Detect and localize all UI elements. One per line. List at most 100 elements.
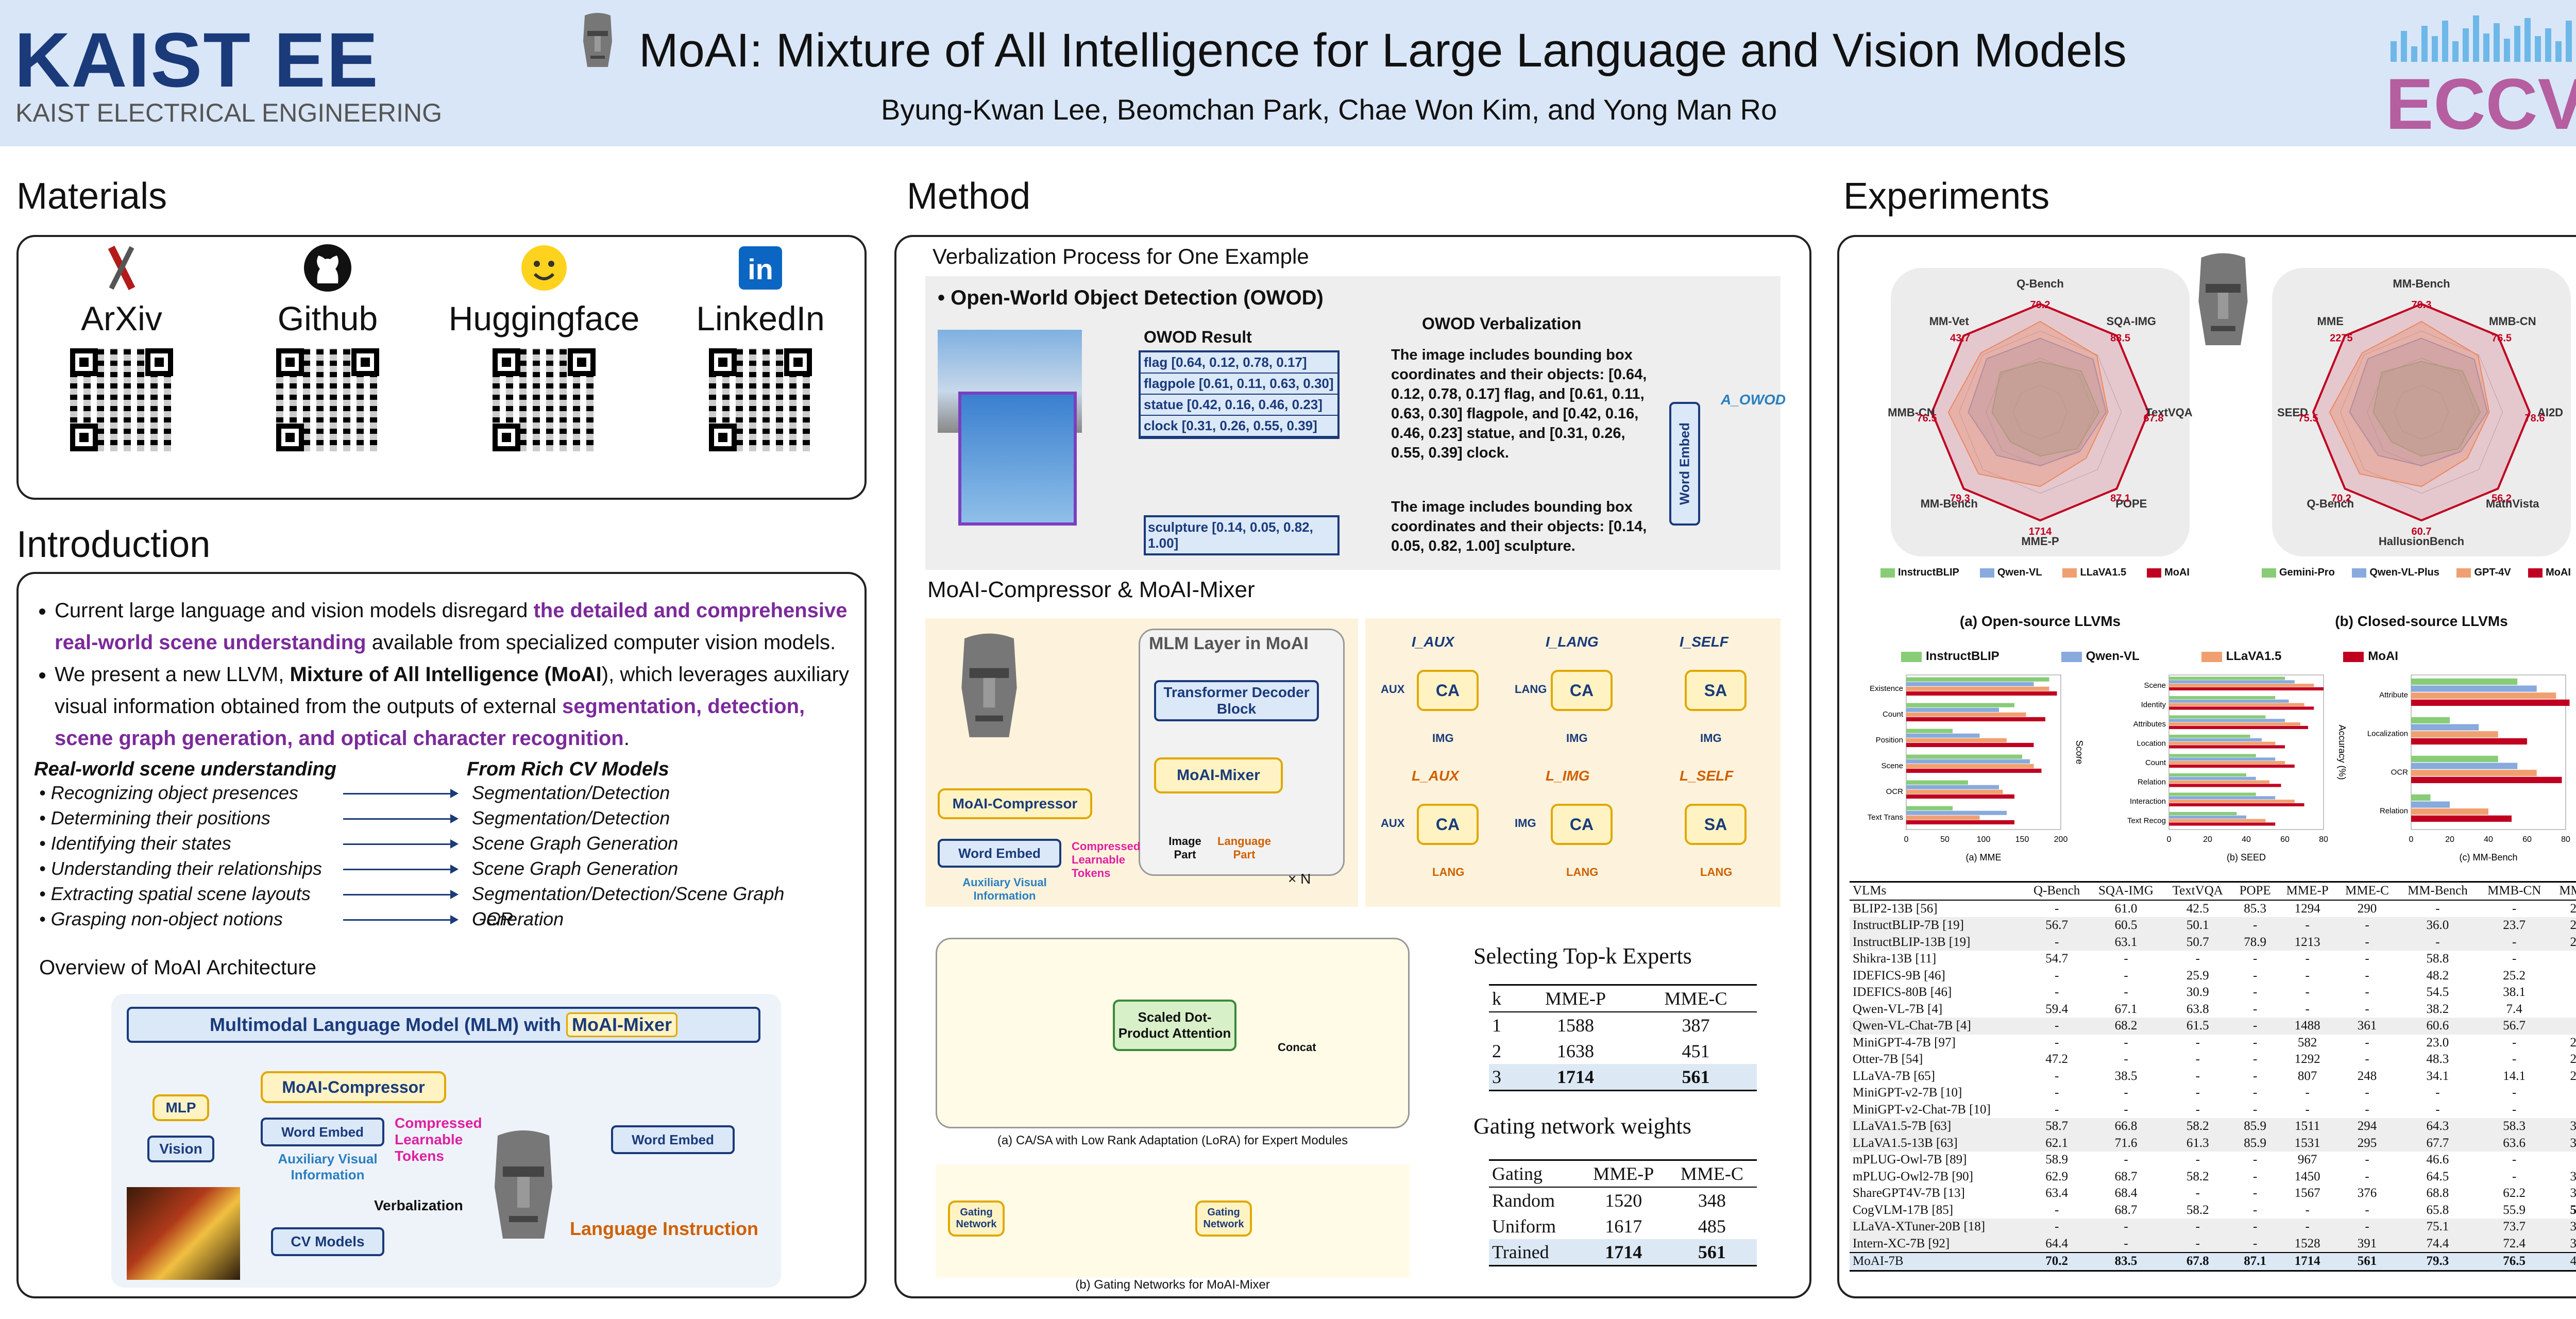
table-cell: 34.1 [2426,1069,2449,1083]
aux-info-label: Auxiliary Visual Information [962,876,1047,902]
material-huggingface[interactable]: Huggingface [441,237,647,451]
real-world-item: • Grasping non-object notions [39,908,283,929]
table-cell: 26.2 [2570,918,2576,932]
table-cell: 387 [1682,1015,1710,1036]
table-cell: 78.9 [2244,935,2266,949]
moai-icon [583,13,612,67]
legend-item: InstructBLIP [1901,649,1999,664]
table-cell: 68.7 [2114,1169,2138,1183]
table-cell: - [2365,1052,2369,1066]
legend-item: InstructBLIP [1880,567,1959,579]
word-embed-box: Word Embed [261,1118,384,1146]
compressor-mixer-title: MoAI-Compressor & MoAI-Mixer [927,577,1255,602]
expert-title: I_AUX [1412,634,1454,650]
real-world-item: • Identifying their states [39,833,231,854]
linkedin-icon: in [739,246,782,290]
bar-tick-label: 0 [2409,835,2414,844]
table-cell: - [2512,1169,2517,1183]
table-header-cell: MMB-CN [2487,884,2541,898]
table-cell: 62.2 [2503,1186,2526,1200]
bar-moai [2169,764,2295,768]
bar-category-label: Relation [2138,777,2166,786]
table-cell: - [2195,1069,2200,1083]
bar-llava1-5 [2169,780,2269,784]
bar-qwen-vl [2411,685,2537,692]
expert-box: CA [1417,670,1479,711]
expert-title: L_AUX [1412,768,1459,784]
bar-instructblip [2169,696,2276,700]
table-row: MiniGPT-v2-Chat-7B [10]--------- [1850,1102,2576,1119]
bar-instructblip [2169,811,2237,816]
bar-moai [1906,768,2042,773]
table-cell: Trained [1492,1242,1549,1262]
radar-background [2272,268,2571,556]
table-cell: 22.1 [2570,1035,2576,1050]
table-cell: - [2195,1086,2200,1100]
gating-network-box: Gating Network [1195,1200,1252,1237]
table-cell: - [2512,1102,2517,1117]
bar-chart-caption: (c) MM-Bench [2459,852,2517,863]
table-header-cell: MME-P [2286,884,2329,898]
real-world-item: • Recognizing object presences [39,782,298,803]
bar-qwen-vl [2169,815,2246,819]
table-cell: 67.1 [2114,1002,2138,1016]
radar-axis-label: MME [2317,315,2344,328]
table-cell: - [2551,1102,2576,1119]
table-cell: 26.7 [2570,1069,2576,1083]
material-arxiv[interactable]: ArXiv [19,237,225,451]
table-cell: 1528 [2294,1236,2320,1250]
bar-category-label: Scene [1881,762,1903,770]
bar-tick-label: 80 [2561,835,2570,844]
bar-instructblip [2411,755,2498,763]
bar-tick-label: 200 [2054,835,2068,844]
table-cell: - [2195,1186,2200,1200]
bar-instructblip [1906,806,1953,810]
table-cell: - [2124,1153,2128,1166]
table-cell: CogVLM-17B [85] [1853,1203,1954,1217]
material-linkedin[interactable]: in LinkedIn [657,237,863,451]
material-label: ArXiv [81,299,162,337]
table-cell: - [2365,968,2369,983]
table-cell: 30.5 [2570,1119,2576,1133]
table-cell: MiniGPT-4-7B [97] [1853,1035,1956,1050]
table-cell: 68.2 [2114,1019,2138,1033]
table-header-cell: MM-Vet [2559,884,2576,898]
radar-grid [2367,358,2476,467]
table-cell: 58.3 [2503,1119,2526,1133]
table-cell: 290 [2357,901,2377,916]
bar-tick-label: 0 [2167,835,2172,844]
table-cell: 68.7 [2114,1203,2138,1217]
material-github[interactable]: Github [225,237,431,451]
radar-value-label: 83.5 [2110,332,2130,344]
qr-code[interactable] [276,348,379,451]
bar-llava1-5 [2411,770,2537,776]
experiments-title: Experiments [1843,176,2050,217]
qr-code[interactable] [70,348,173,451]
owod-verbalization-text-2: The image includes bounding box coordina… [1391,499,1647,554]
table-cell: ShareGPT4V-7B [13] [1853,1186,1965,1200]
qr-code[interactable] [709,348,812,451]
qr-code[interactable] [493,348,596,451]
materials-panel: ArXiv Github Huggingface in LinkedIn [16,235,867,500]
cv-model-item: Segmentation/Detection/Scene Graph Gener… [472,883,785,929]
table-cell: - [2551,1085,2576,1102]
expert-box: SA [1685,804,1747,845]
table-cell: IDEFICS-80B [46] [1853,985,1952,999]
owod-verbalization-label: OWOD Verbalization [1422,314,1582,333]
bar-instructblip [2411,794,2431,801]
bar-qwen-vl [1906,707,1999,712]
cv-model-item: Scene Graph Generation [472,833,679,854]
eccv-logo-text: ECCV [2385,63,2576,134]
table-cell: 561 [2357,1254,2377,1268]
table-cell: - [2365,1102,2369,1117]
bar-instructblip [2411,717,2450,724]
compressor-box: MoAI-Compressor [261,1071,446,1103]
bar-qwen-vl [2169,738,2262,741]
table-header-cell: POPE [2239,884,2271,898]
bar-moai [1906,717,2045,721]
